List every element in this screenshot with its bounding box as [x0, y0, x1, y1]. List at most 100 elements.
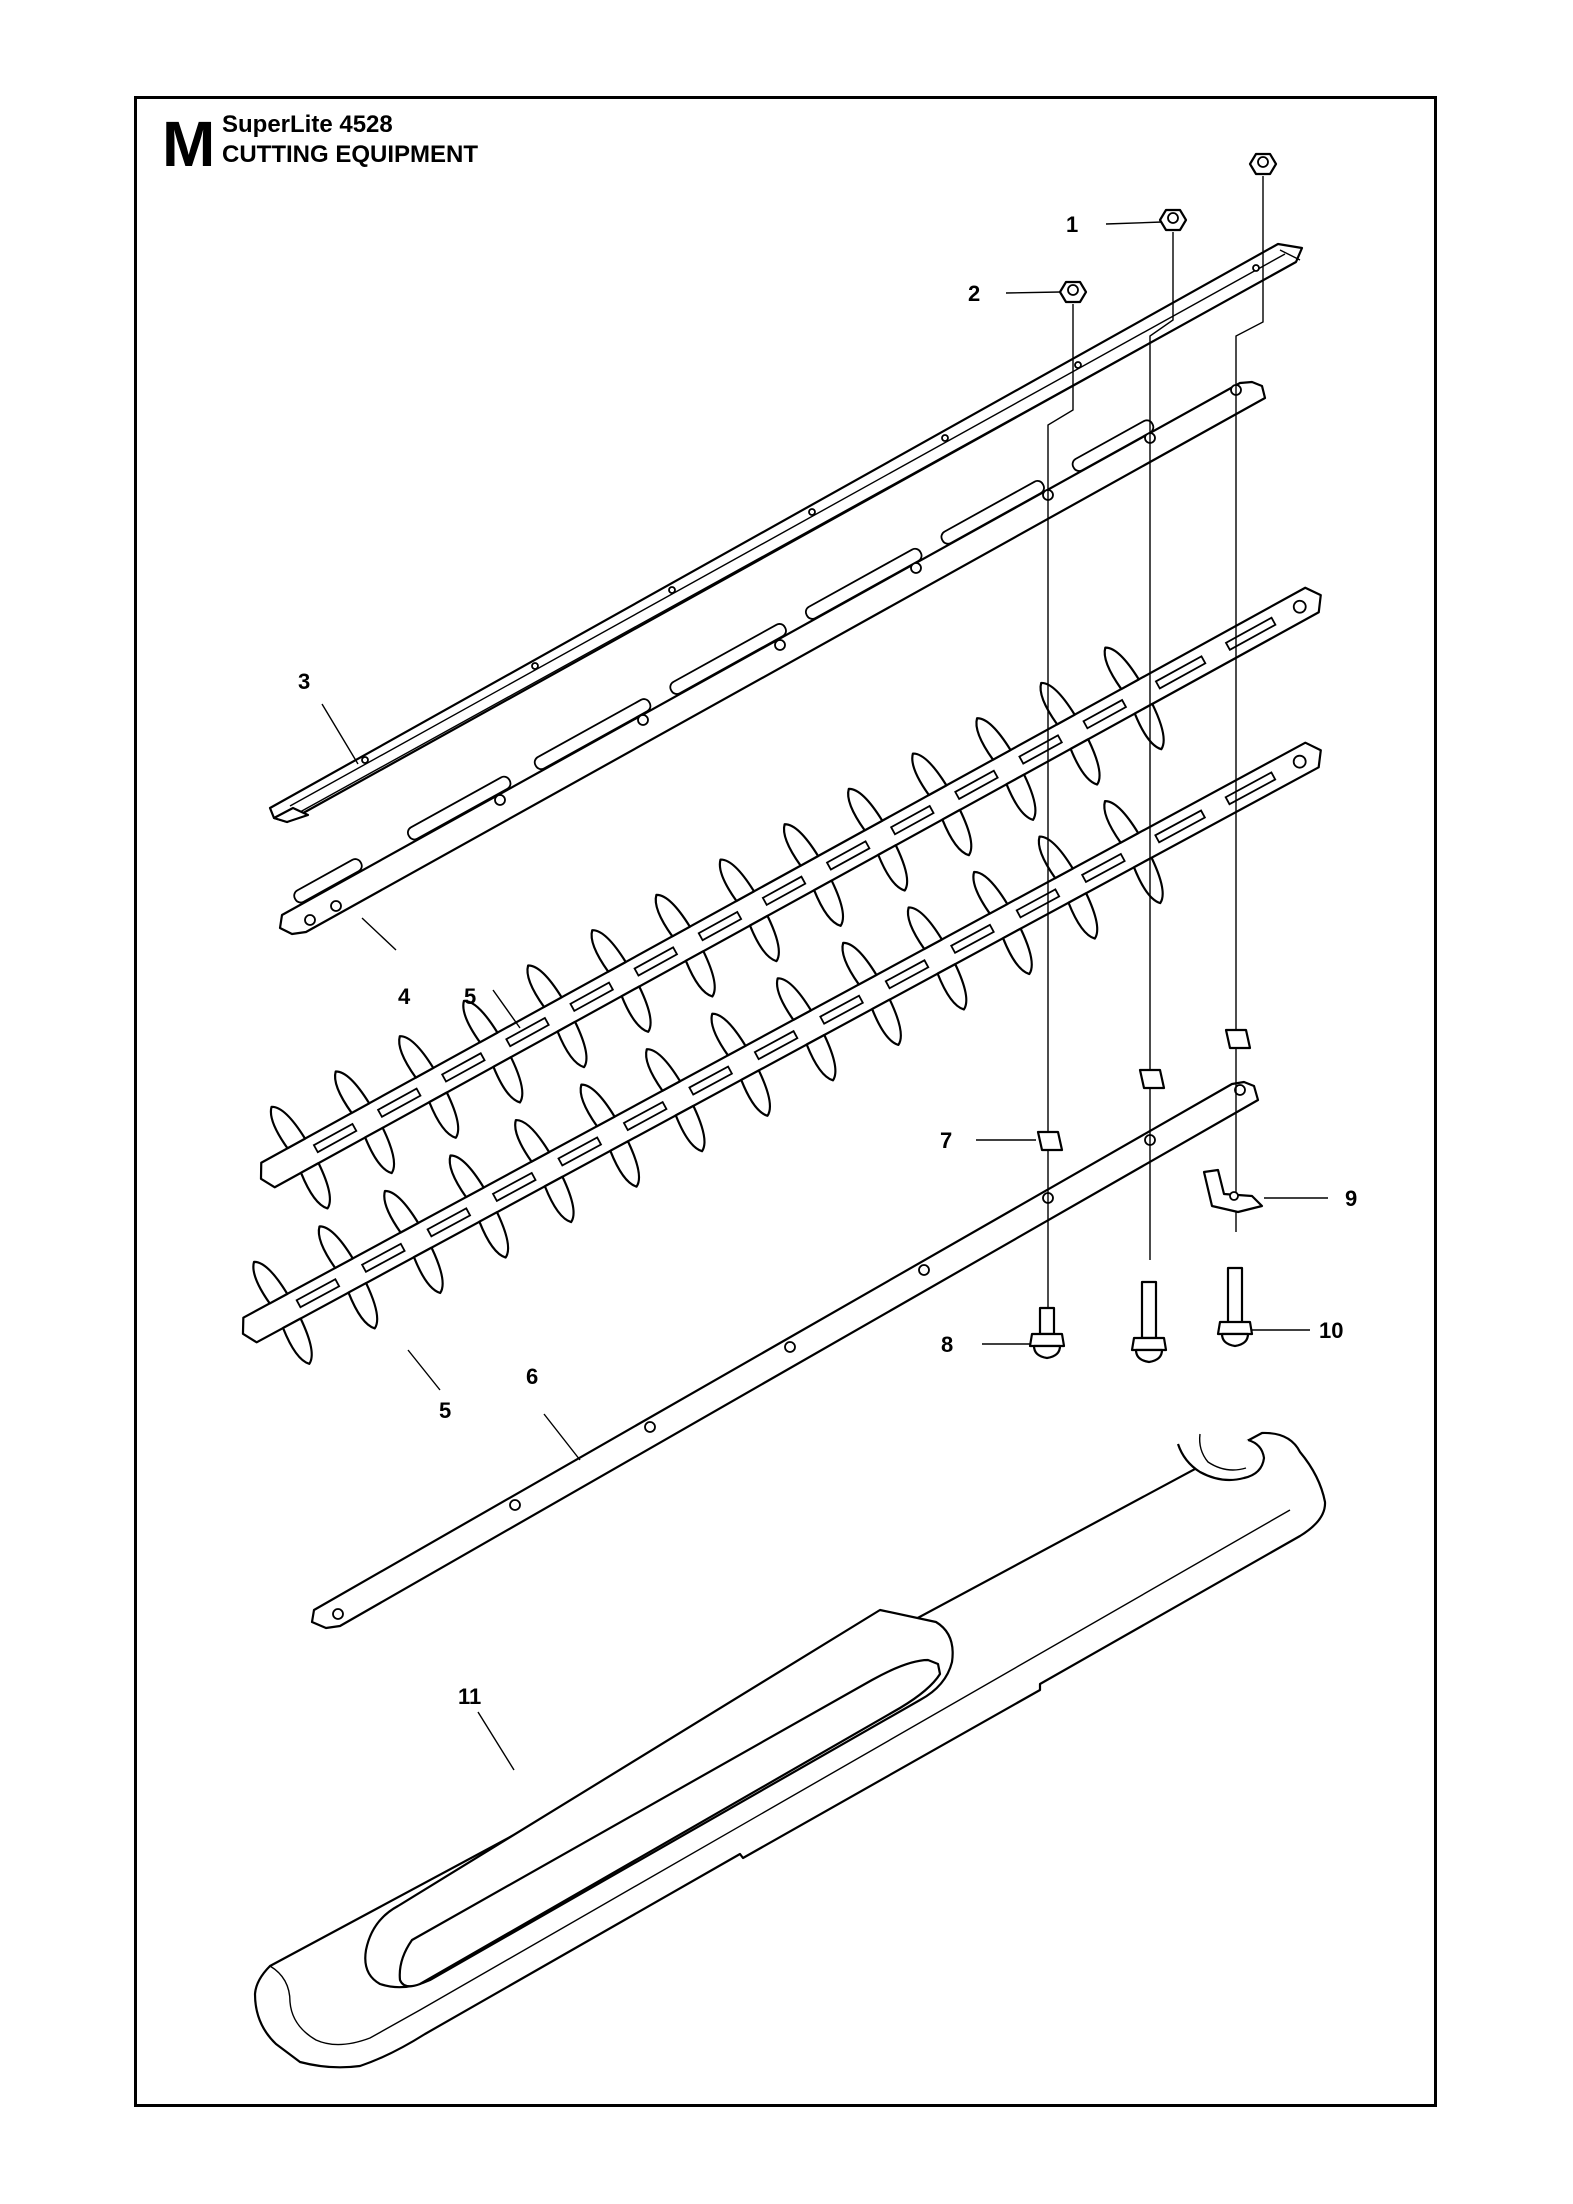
blade-tooth: [906, 906, 943, 951]
callout-9: 9: [1345, 1186, 1357, 1211]
blade-tooth: [492, 1056, 524, 1104]
blade-tooth: [1103, 800, 1140, 844]
blade-slot: [505, 1016, 550, 1048]
callout-2: 2: [968, 281, 980, 306]
screw-part-10: [1216, 1266, 1254, 1348]
callout-6: 6: [526, 1364, 538, 1389]
blade-tooth: [609, 1140, 641, 1188]
blade-slot: [569, 981, 615, 1013]
blade-tooth: [1103, 646, 1140, 691]
blade-slot: [1080, 852, 1126, 884]
bracket-part-9: [1202, 1168, 1264, 1214]
nut-part-1: [1158, 208, 1188, 302]
callout-labels: 1 2 3 4 5 5 6 7 8 9 10 11: [298, 212, 1357, 1709]
blade-tooth: [448, 1154, 485, 1199]
callout-3: 3: [298, 669, 310, 694]
guide-bar-part-3: [268, 242, 1304, 824]
callout-10: 10: [1319, 1318, 1343, 1343]
blade-tooth: [877, 844, 909, 892]
blade-slot: [950, 923, 995, 955]
blade-tooth: [1069, 738, 1101, 786]
blade-tooth: [782, 823, 820, 867]
blade-tooth: [813, 879, 845, 927]
cutter-blade-lower-part-5: [241, 741, 1322, 1365]
blade-tooth: [620, 985, 652, 1033]
blade-tooth: [871, 998, 902, 1046]
blade-tooth: [1037, 835, 1074, 880]
blade-slot: [954, 769, 999, 801]
blade-tooth: [654, 893, 691, 938]
callout-7: 7: [940, 1128, 952, 1153]
blade-tooth: [1039, 681, 1076, 726]
blade-tooth: [975, 717, 1012, 761]
blade-slot: [440, 1052, 486, 1083]
blade-tooth: [269, 1105, 307, 1150]
blade-tooth: [775, 977, 813, 1021]
callout-4: 4: [398, 984, 411, 1009]
blade-slot: [884, 959, 930, 990]
blade-slot: [491, 1171, 537, 1203]
blade-tooth: [674, 1104, 706, 1153]
blade-tooth: [645, 1048, 682, 1092]
blade-slot: [889, 804, 935, 836]
bottom-bar-part-6: [310, 1080, 1260, 1630]
blade-tooth: [684, 950, 716, 998]
blade-tooth: [936, 962, 968, 1011]
square-nut-part-7: [1036, 1130, 1064, 1152]
cutter-blade-upper-part-5: [259, 586, 1322, 1210]
blade-tooth: [252, 1260, 289, 1305]
support-plate-part-4: [278, 380, 1267, 936]
blade-tooth: [428, 1091, 460, 1139]
blade-slot: [1018, 734, 1064, 765]
blade-tooth: [478, 1211, 510, 1259]
blade-slot: [1082, 698, 1128, 730]
section-title: CUTTING EQUIPMENT: [222, 141, 478, 168]
page-frame: [134, 96, 1437, 2107]
blade-slot: [376, 1087, 422, 1119]
blade-tooth: [710, 1012, 747, 1057]
blade-tooth: [514, 1118, 551, 1163]
blade-slot: [622, 1100, 668, 1132]
blade-tooth: [383, 1189, 420, 1234]
leader-lines: [321, 221, 1328, 1771]
blade-tooth: [281, 1317, 313, 1365]
square-nut-middle: [1138, 1068, 1166, 1090]
blade-tooth: [1133, 702, 1165, 751]
blade-tooth: [462, 999, 499, 1044]
blade-tooth: [1001, 927, 1033, 976]
callout-11: 11: [458, 1684, 481, 1709]
model-name: SuperLite 4528: [222, 111, 393, 138]
blade-tooth: [579, 1083, 616, 1128]
blade-tooth: [941, 808, 973, 857]
blade-tooth: [1005, 773, 1037, 821]
blade-tooth: [299, 1162, 331, 1210]
blade-slot: [697, 910, 743, 942]
blade-tooth: [333, 1070, 371, 1115]
screw-middle: [1130, 1280, 1168, 1364]
nut-top-right: [1248, 152, 1278, 250]
square-nut-right: [1224, 1028, 1252, 1050]
blade-tooth: [543, 1175, 575, 1224]
blade-tooth: [556, 1020, 588, 1069]
blade-tooth: [364, 1126, 396, 1175]
blade-tooth: [748, 914, 780, 963]
blade-slot: [426, 1207, 472, 1238]
blade-tooth: [590, 929, 627, 973]
blade-slot: [633, 946, 679, 977]
blade-slot: [312, 1122, 358, 1154]
blade-tooth: [1067, 892, 1099, 940]
blade-slot: [557, 1136, 603, 1167]
blade-tooth: [398, 1035, 435, 1079]
blade-tooth: [740, 1069, 771, 1117]
blade-slot: [360, 1242, 406, 1274]
assembly-guide-lines: [1047, 250, 1264, 1308]
blade-tooth: [718, 858, 756, 903]
blade-tooth: [847, 787, 884, 832]
nut-part-2: [1058, 280, 1088, 340]
blade-tooth: [972, 870, 1009, 915]
blade-tooth: [805, 1033, 837, 1082]
blade-slot: [825, 840, 871, 871]
section-letter: M: [162, 108, 215, 180]
blade-slot: [761, 875, 807, 907]
